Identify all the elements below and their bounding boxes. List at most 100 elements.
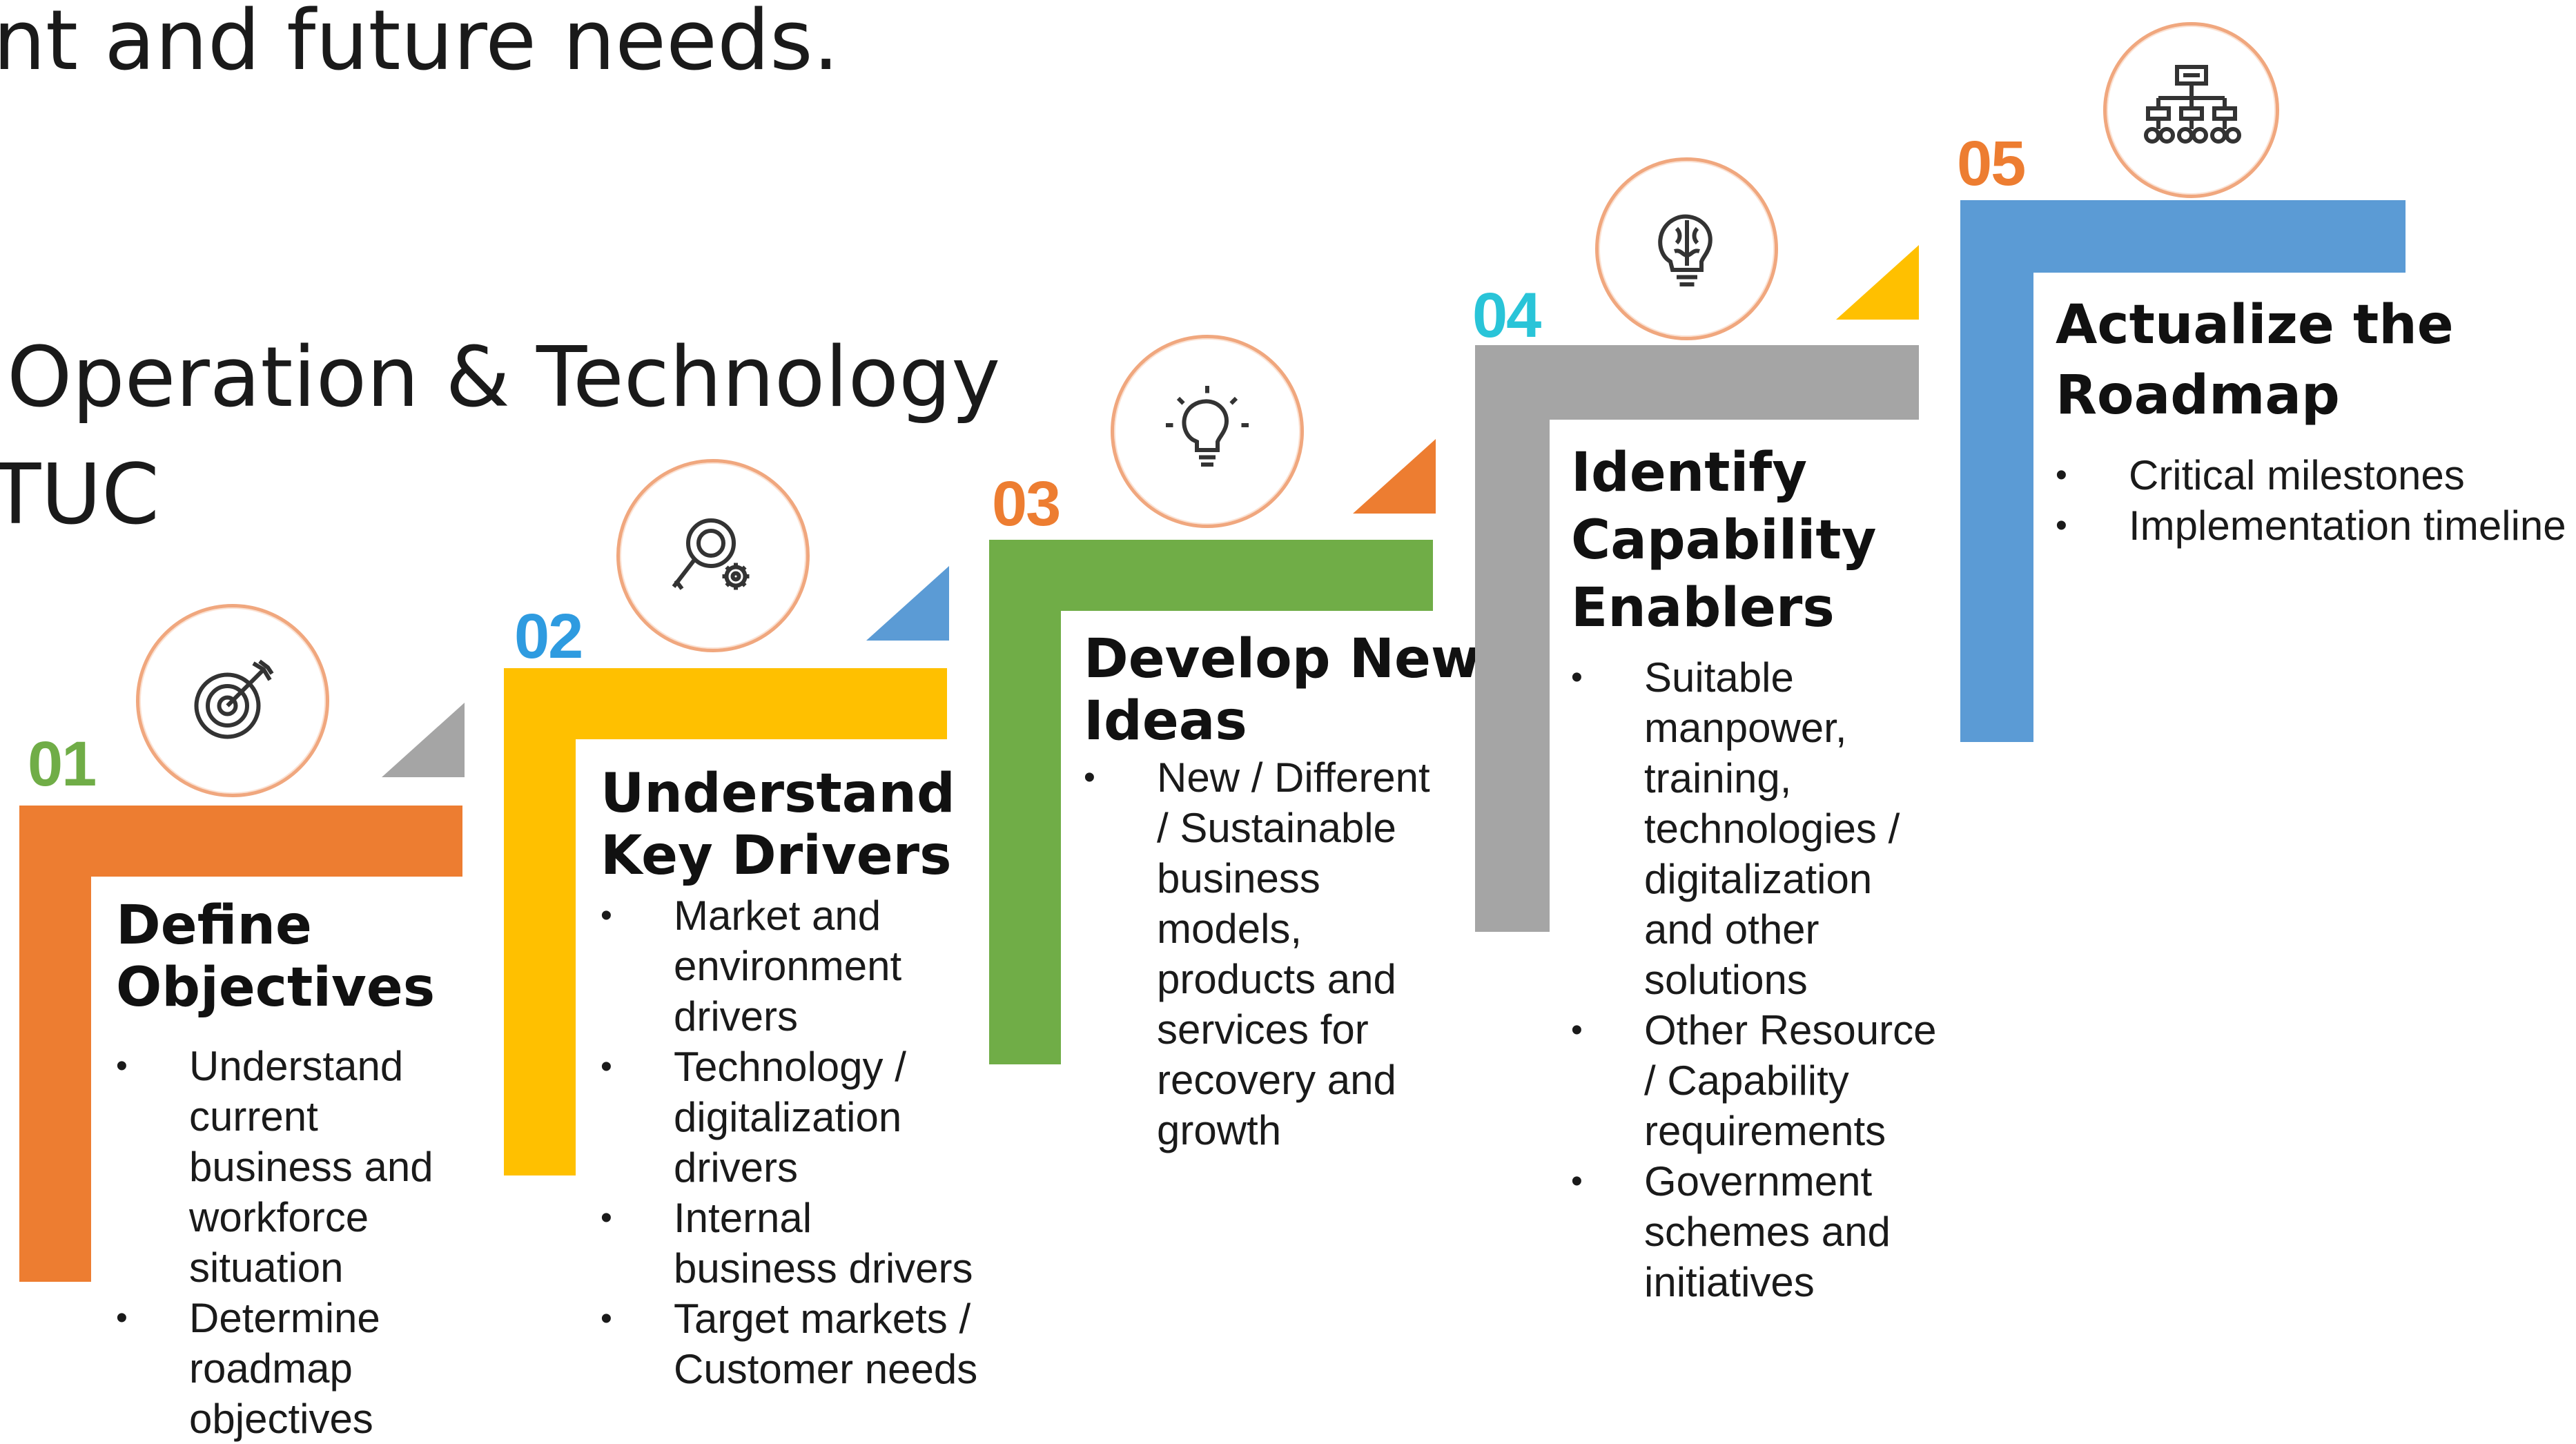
- step-title-line: Enablers: [1571, 577, 1835, 639]
- bullet-line: initiatives: [1644, 1259, 1815, 1305]
- bullet-line: Customer needs: [674, 1346, 978, 1392]
- bullet-line: recovery and: [1157, 1057, 1396, 1103]
- step-number: 03: [992, 469, 1061, 539]
- step-bar-vertical: [989, 540, 1061, 1064]
- step-bar-horizontal: [19, 806, 462, 877]
- bullet-line: New / Different: [1157, 754, 1430, 801]
- bullet-item: Determine roadmap objectives: [116, 1293, 433, 1444]
- icon-circle: [136, 604, 329, 797]
- step-bullets: Suitable manpower, training, technologie…: [1571, 652, 1937, 1307]
- bullet-line: training,: [1644, 755, 1792, 801]
- bullet-line: business and: [189, 1144, 433, 1190]
- step-number: 01: [28, 729, 97, 799]
- bullet-item: Government schemes and initiatives: [1571, 1156, 1937, 1307]
- bullet-item: Implementation timeline: [2056, 500, 2566, 551]
- step-bar-horizontal: [1960, 200, 2406, 273]
- bullet-line: Critical milestones: [2129, 452, 2465, 498]
- lightbulb-icon: [1166, 386, 1249, 467]
- bullet-line: drivers: [674, 1144, 799, 1191]
- corner-triangle: [866, 566, 949, 641]
- step-bullets: New / Different / Sustainable business m…: [1084, 752, 1430, 1155]
- step-title-line: Key Drivers: [601, 825, 952, 887]
- bullet-item: Suitable manpower, training, technologie…: [1571, 652, 1937, 1005]
- bullet-item: Technology / digitalization drivers: [601, 1042, 977, 1193]
- bullet-item: Target markets / Customer needs: [601, 1294, 977, 1394]
- bullet-line: roadmap: [189, 1345, 353, 1392]
- bullet-line: / Capability: [1644, 1057, 1849, 1104]
- corner-triangle: [1353, 439, 1436, 514]
- bullet-line: models,: [1157, 906, 1302, 952]
- bullet-item: Critical milestones: [2056, 450, 2566, 500]
- icon-circle: [1111, 335, 1304, 528]
- bullet-item: Internal business drivers: [601, 1193, 977, 1294]
- step-title-line: Capability: [1571, 509, 1877, 572]
- bullet-item: Understand current business and workforc…: [116, 1041, 433, 1293]
- bullet-line: Implementation timeline: [2129, 503, 2566, 549]
- bullet-line: solutions: [1644, 957, 1808, 1003]
- bullet-line: Market and: [674, 892, 881, 939]
- bullet-line: current: [189, 1093, 318, 1140]
- icon-circle: [2103, 22, 2279, 198]
- icon-circle: [1595, 157, 1778, 340]
- brain-bulb-icon: [1657, 214, 1713, 286]
- bullet-line: business drivers: [674, 1245, 973, 1291]
- step-title-line: Understand: [601, 763, 955, 825]
- bullet-item: Other Resource / Capability requirements: [1571, 1005, 1937, 1156]
- step-bar-vertical: [19, 806, 91, 1282]
- step-title: Develop New Ideas: [1084, 628, 1481, 752]
- bullet-line: drivers: [674, 993, 799, 1040]
- bullet-line: schemes and: [1644, 1209, 1891, 1255]
- step-title-line: Objectives: [116, 957, 436, 1019]
- bullet-line: Technology /: [674, 1044, 906, 1090]
- step-title: Understand Key Drivers: [601, 763, 955, 887]
- bullet-line: technologies /: [1644, 806, 1900, 852]
- header-line-1: nt and future needs.: [0, 0, 839, 89]
- bullet-line: Determine: [189, 1295, 380, 1341]
- step-bullets: Market and environment drivers Technolog…: [601, 890, 977, 1394]
- bullet-line: Target markets /: [674, 1296, 971, 1342]
- bullet-line: workforce: [189, 1194, 369, 1240]
- step-bar-horizontal: [989, 540, 1433, 611]
- step-title: Identify Capability Enablers: [1571, 439, 1877, 642]
- step-title-line: Define: [116, 895, 312, 957]
- target-icon: [194, 659, 274, 739]
- step-bar-vertical: [1475, 345, 1550, 932]
- icon-circle: [616, 459, 810, 652]
- step-bullets: Understand current business and workforc…: [116, 1041, 433, 1444]
- bullet-item: New / Different / Sustainable business m…: [1084, 752, 1430, 1155]
- bullet-line: situation: [189, 1245, 344, 1291]
- corner-triangle: [1836, 245, 1919, 320]
- bullet-line: digitalization: [674, 1094, 902, 1140]
- step-bullets: Critical milestones Implementation timel…: [2056, 450, 2566, 551]
- bullet-item: Market and environment drivers: [601, 890, 977, 1042]
- bullet-line: objectives: [189, 1396, 373, 1442]
- step-title-line: Develop New: [1084, 628, 1481, 690]
- header-line-2: Operation & Technology: [7, 330, 1001, 426]
- bullet-line: Internal: [674, 1195, 812, 1241]
- bullet-line: Suitable: [1644, 654, 1794, 701]
- step-title-line: Actualize the: [2056, 294, 2454, 356]
- step-bar-horizontal: [504, 668, 947, 739]
- bullet-line: manpower,: [1644, 705, 1847, 751]
- step-bar-vertical: [504, 668, 576, 1175]
- header-line-3: TUC: [0, 447, 159, 543]
- bullet-line: services for: [1157, 1006, 1369, 1053]
- bullet-line: / Sustainable: [1157, 805, 1396, 851]
- bullet-line: environment: [674, 943, 902, 989]
- bullet-line: digitalization: [1644, 856, 1873, 902]
- bullet-line: and other: [1644, 906, 1819, 953]
- hierarchy-icon: [2143, 64, 2241, 144]
- bullet-line: business: [1157, 855, 1320, 901]
- step-number: 02: [514, 601, 583, 672]
- magnifier-gear-icon: [672, 518, 750, 590]
- step-number: 05: [1957, 128, 2026, 199]
- step-bar-vertical: [1960, 200, 2033, 742]
- step-title: Actualize the Roadmap: [2056, 290, 2454, 431]
- step-title: Define Objectives: [116, 895, 435, 1019]
- bullet-line: requirements: [1644, 1108, 1886, 1154]
- step-title-line: Identify: [1571, 442, 1808, 504]
- step-number: 04: [1472, 280, 1541, 351]
- bullet-line: Other Resource: [1644, 1007, 1937, 1053]
- corner-triangle: [382, 703, 465, 777]
- bullet-line: products and: [1157, 956, 1396, 1002]
